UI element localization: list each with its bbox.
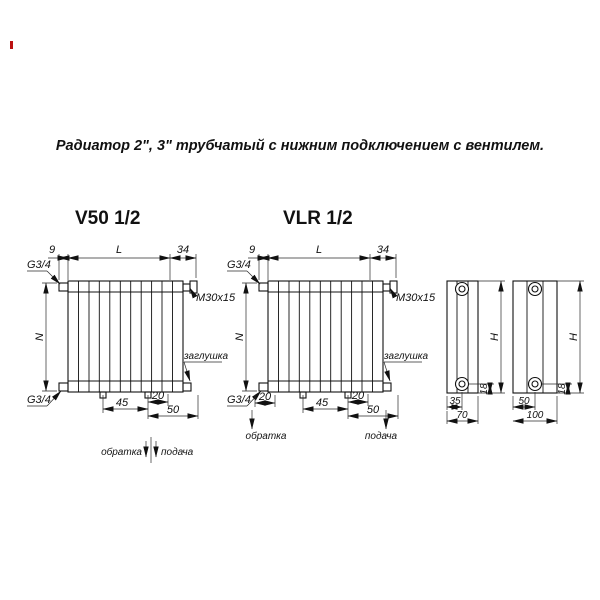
side-view-100: 18 H 50 100 [512, 280, 584, 424]
v50-flow-labels: обратка подача [101, 437, 194, 463]
vlr-dim-L: L [316, 244, 322, 256]
vlr-dim-20-left: 20 [258, 391, 272, 403]
vlr-return-label: обратка [246, 430, 287, 442]
v50-thread-top-label: G3/4 [27, 259, 51, 271]
vlr-bottom-left-connection [258, 382, 269, 392]
v50-dim-L: L [116, 244, 122, 256]
vlr-dim-20: 20 [351, 390, 365, 402]
vlr-supply-label: подача [365, 431, 398, 442]
side100-dim-18: 18 [557, 383, 568, 395]
v50-dim-N: N [34, 333, 46, 341]
side70-dim-H: H [489, 333, 501, 341]
side100-dim-H: H [568, 333, 580, 341]
v50-top-dimensions: 9 L 34 [48, 244, 197, 280]
v50-thread-bottom-label: G3/4 [27, 394, 51, 406]
side100-dim-50: 50 [518, 396, 530, 407]
vlr-view-label: VLR 1/2 [283, 208, 353, 229]
vlr-plug-label: заглушка [383, 351, 428, 362]
side70-dimensions: 18 H 35 70 [446, 280, 505, 424]
vlr-flow-labels: обратка подача [246, 410, 398, 442]
v50-radiator-body [58, 280, 198, 399]
vlr-dim-45: 45 [316, 397, 329, 409]
vlr-height-dimension: N [234, 282, 257, 392]
vlr-dim-34: 34 [377, 244, 389, 256]
side70-dim-70: 70 [456, 410, 468, 421]
side100-dimensions: 18 H 50 100 [512, 280, 584, 424]
side70-dim-18: 18 [479, 383, 490, 395]
vlr-dim-50: 50 [367, 404, 380, 416]
v50-view: V50 1/2 9 L 34 N [27, 208, 236, 463]
vlr-thread-top-label: G3/4 [227, 259, 251, 271]
v50-supply-label: подача [161, 447, 194, 458]
vlr-bottom-dimensions: 20 45 20 50 [254, 390, 399, 419]
side100-dim-100: 100 [527, 410, 544, 421]
side-view-70: 18 H 35 70 [446, 280, 505, 424]
v50-dim-9: 9 [49, 244, 55, 256]
v50-dim-50: 50 [167, 404, 180, 416]
v50-top-left-connection [58, 282, 69, 292]
v50-plug-label: заглушка [183, 351, 228, 362]
v50-height-dimension: N [34, 282, 57, 392]
vlr-top-left-connection [258, 282, 269, 292]
side100-body [512, 280, 558, 394]
vlr-radiator-body [258, 280, 398, 399]
v50-dim-45: 45 [116, 397, 129, 409]
v50-valve-label: M30x15 [196, 292, 236, 304]
vlr-callouts: G3/4 M30x15 заглушка G3/4 [227, 259, 436, 407]
side70-dim-35: 35 [449, 396, 461, 407]
red-edge-mark [10, 41, 13, 49]
vlr-valve-label: M30x15 [396, 292, 436, 304]
v50-bottom-dimensions: 45 20 50 [102, 390, 199, 419]
vlr-bottom-plug [382, 382, 392, 392]
v50-dim-34: 34 [177, 244, 189, 256]
v50-callouts: G3/4 M30x15 заглушка G3/4 [27, 259, 236, 407]
side70-body [446, 280, 479, 394]
vlr-view: VLR 1/2 9 L 34 N [227, 208, 436, 442]
vlr-dim-9: 9 [249, 244, 255, 256]
v50-dim-20: 20 [151, 390, 165, 402]
vlr-thread-bottom-label: G3/4 [227, 394, 251, 406]
v50-return-label: обратка [101, 446, 142, 458]
v50-bottom-left-connection [58, 382, 69, 392]
page-title: Радиатор 2", 3" трубчатый с нижним подкл… [56, 138, 544, 154]
v50-view-label: V50 1/2 [75, 208, 141, 229]
vlr-dim-N: N [234, 333, 246, 341]
v50-bottom-plug [182, 382, 192, 392]
vlr-top-dimensions: 9 L 34 [248, 244, 397, 280]
